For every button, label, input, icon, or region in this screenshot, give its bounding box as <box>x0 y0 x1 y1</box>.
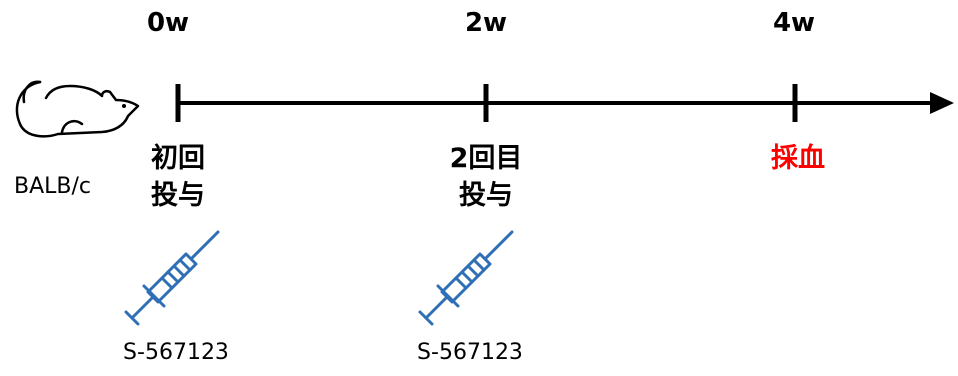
week-label-4: 4w <box>772 8 816 38</box>
event-2w-line2: 投与 <box>459 180 513 211</box>
event-4w-line1: 採血 <box>771 143 825 174</box>
drug-label-0w: S-567123 <box>123 340 229 365</box>
event-2w: 2回目 投与 <box>416 140 556 214</box>
syringe-icon <box>124 230 220 326</box>
event-0w-line2: 投与 <box>151 180 205 211</box>
strain-label: BALB/c <box>14 174 91 199</box>
event-4w: 採血 <box>728 140 868 177</box>
week-label-2: 2w <box>464 8 508 38</box>
event-0w: 初回 投与 <box>108 140 248 214</box>
mouse-icon <box>15 80 140 138</box>
week-label-0: 0w <box>146 8 190 38</box>
event-2w-line1: 2回目 <box>449 143 523 174</box>
syringe-icon <box>418 230 514 326</box>
drug-label-2w: S-567123 <box>417 340 523 365</box>
timeline-arrowhead <box>930 92 954 114</box>
event-0w-line1: 初回 <box>151 143 205 174</box>
